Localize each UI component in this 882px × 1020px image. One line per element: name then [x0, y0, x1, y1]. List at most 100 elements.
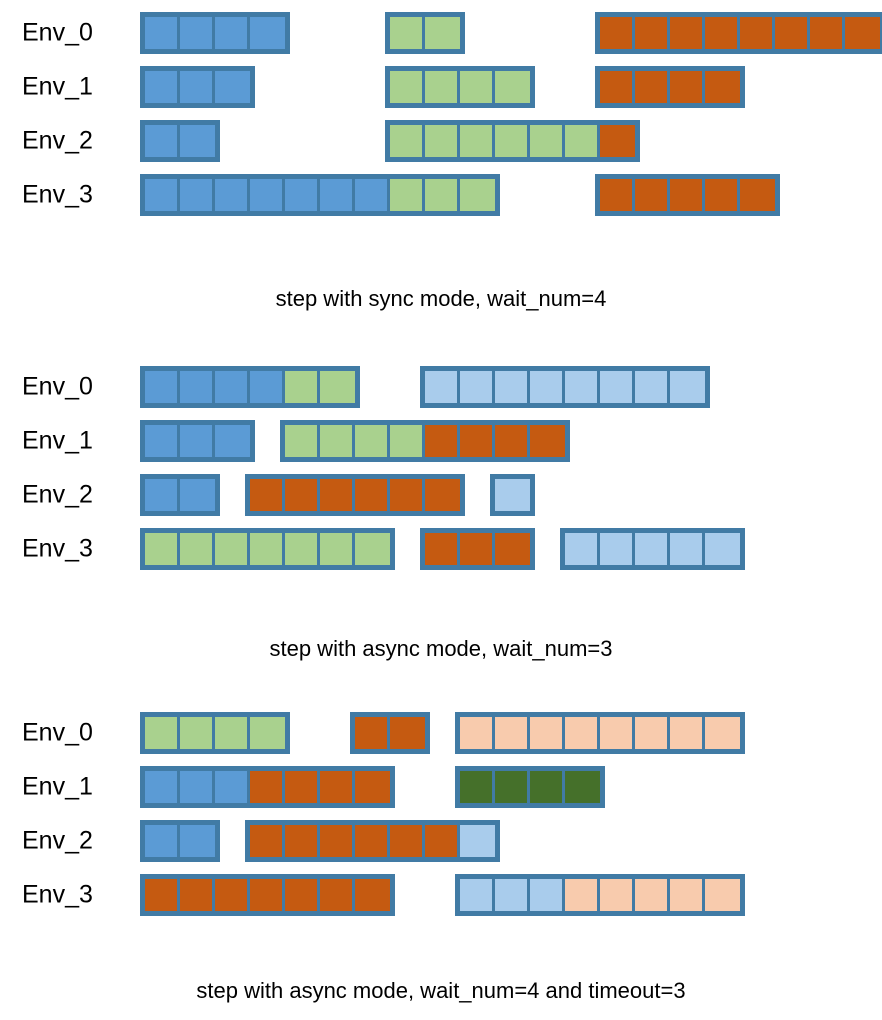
- timeline-cell-peach: [530, 717, 565, 749]
- env-row: Env_3: [0, 868, 882, 922]
- timeline-cell-green: [320, 533, 355, 565]
- timeline-cell-light-blue: [635, 371, 670, 403]
- timeline-cell-light-blue: [565, 533, 600, 565]
- timeline-cell-green: [425, 125, 460, 157]
- timeline-block: [350, 712, 430, 754]
- timeline-block: [140, 66, 255, 108]
- panel-caption-1: step with sync mode, wait_num=4: [275, 286, 607, 311]
- timeline-cell-orange: [495, 425, 530, 457]
- timeline-block: [595, 12, 882, 54]
- timeline-cell-green: [180, 717, 215, 749]
- timeline-cell-blue: [145, 371, 180, 403]
- timeline-cell-orange: [355, 771, 390, 803]
- timeline-cell-orange: [250, 879, 285, 911]
- timeline-cell-blue: [145, 425, 180, 457]
- timeline-block: [140, 766, 395, 808]
- timeline-cell-green: [145, 717, 180, 749]
- timeline-cell-orange: [320, 879, 355, 911]
- timeline-cell-green: [460, 179, 495, 211]
- timeline-cell-orange: [705, 71, 740, 103]
- timeline-cell-light-blue: [705, 533, 740, 565]
- env-row-label: Env_0: [22, 372, 93, 401]
- env-row: Env_2: [0, 814, 882, 868]
- timeline-block: [140, 12, 290, 54]
- timeline-cell-orange: [670, 71, 705, 103]
- timeline-cell-peach: [460, 717, 495, 749]
- timeline-cell-blue: [215, 771, 250, 803]
- timeline-cell-orange: [215, 879, 250, 911]
- timeline-cell-blue: [180, 371, 215, 403]
- timeline-cell-orange: [390, 479, 425, 511]
- timeline-block: [245, 474, 465, 516]
- env-timeline-track: [0, 60, 882, 114]
- timeline-cell-green: [425, 17, 460, 49]
- timeline-cell-dark-green: [460, 771, 495, 803]
- timeline-cell-orange: [355, 717, 390, 749]
- timeline-cell-blue: [215, 425, 250, 457]
- env-timeline-track: [0, 522, 882, 576]
- timeline-cell-green: [565, 125, 600, 157]
- timeline-cell-blue: [250, 371, 285, 403]
- timeline-block: [560, 528, 745, 570]
- timeline-cell-green: [355, 425, 390, 457]
- timeline-block: [280, 420, 570, 462]
- timeline-cell-green: [390, 179, 425, 211]
- timeline-cell-orange: [285, 879, 320, 911]
- timeline-cell-blue: [285, 179, 320, 211]
- timeline-block: [595, 174, 780, 216]
- timeline-cell-orange: [705, 179, 740, 211]
- timeline-cell-orange: [390, 825, 425, 857]
- env-row-label: Env_3: [22, 534, 93, 563]
- timeline-cell-light-blue: [460, 371, 495, 403]
- timeline-cell-orange: [810, 17, 845, 49]
- timeline-cell-green: [145, 533, 180, 565]
- timeline-cell-blue: [145, 17, 180, 49]
- timeline-cell-green: [285, 425, 320, 457]
- timeline-cell-green: [320, 371, 355, 403]
- env-timeline-track: [0, 760, 882, 814]
- timeline-cell-blue: [215, 17, 250, 49]
- timeline-cell-orange: [285, 825, 320, 857]
- timeline-block: [140, 874, 395, 916]
- env-timeline-track: [0, 360, 882, 414]
- env-row-label: Env_2: [22, 480, 93, 509]
- env-row-label: Env_3: [22, 880, 93, 909]
- timeline-cell-green: [495, 125, 530, 157]
- timeline-cell-green: [250, 533, 285, 565]
- timeline-cell-peach: [705, 717, 740, 749]
- timeline-cell-orange: [355, 879, 390, 911]
- timeline-cell-peach: [565, 879, 600, 911]
- timeline-block: [140, 366, 360, 408]
- timeline-cell-green: [285, 533, 320, 565]
- timeline-cell-blue: [250, 179, 285, 211]
- timeline-cell-light-blue: [460, 825, 495, 857]
- timeline-cell-green: [390, 71, 425, 103]
- timeline-cell-orange: [390, 717, 425, 749]
- timeline-cell-blue: [145, 825, 180, 857]
- timeline-cell-green: [390, 17, 425, 49]
- timeline-cell-blue: [180, 17, 215, 49]
- timeline-cell-light-blue: [530, 879, 565, 911]
- timeline-cell-blue: [145, 125, 180, 157]
- env-row-label: Env_1: [22, 772, 93, 801]
- env-row: Env_1: [0, 760, 882, 814]
- env-timeline-track: [0, 814, 882, 868]
- timeline-cell-orange: [425, 425, 460, 457]
- timeline-cell-orange: [635, 71, 670, 103]
- env-timeline-track: [0, 706, 882, 760]
- timeline-cell-light-blue: [495, 879, 530, 911]
- timeline-cell-green: [390, 125, 425, 157]
- timeline-cell-blue: [180, 125, 215, 157]
- timeline-cell-peach: [635, 879, 670, 911]
- timeline-block: [140, 420, 255, 462]
- timeline-cell-orange: [740, 179, 775, 211]
- timeline-cell-blue: [145, 771, 180, 803]
- timeline-cell-green: [495, 71, 530, 103]
- env-row-label: Env_3: [22, 180, 93, 209]
- timeline-cell-light-blue: [460, 879, 495, 911]
- env-row-label: Env_2: [22, 826, 93, 855]
- timeline-cell-light-blue: [670, 371, 705, 403]
- timeline-cell-orange: [355, 479, 390, 511]
